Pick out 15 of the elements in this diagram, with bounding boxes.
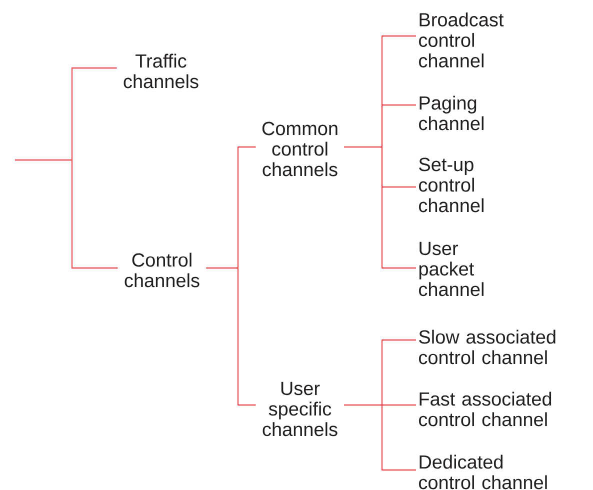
node-label: User packet channel bbox=[419, 242, 484, 296]
node-label: Control channels bbox=[124, 252, 200, 288]
node-label: Broadcast control channel bbox=[419, 12, 504, 68]
node-label: Paging channel bbox=[419, 96, 484, 130]
node-label: Slow associated control channel bbox=[419, 330, 556, 364]
node-label: Dedicated control channel bbox=[419, 454, 547, 490]
connector-line bbox=[344, 404, 416, 470]
node-label: Traffic channels bbox=[124, 54, 198, 88]
node-label: User specific channels bbox=[262, 382, 338, 436]
connector-line bbox=[206, 268, 256, 406]
connector-line bbox=[14, 160, 118, 268]
node-label: Set-up control channel bbox=[419, 158, 484, 212]
connector-line bbox=[344, 146, 416, 268]
node-label: Common control channels bbox=[262, 122, 338, 176]
node-label: Fast associated control channel bbox=[419, 392, 552, 426]
